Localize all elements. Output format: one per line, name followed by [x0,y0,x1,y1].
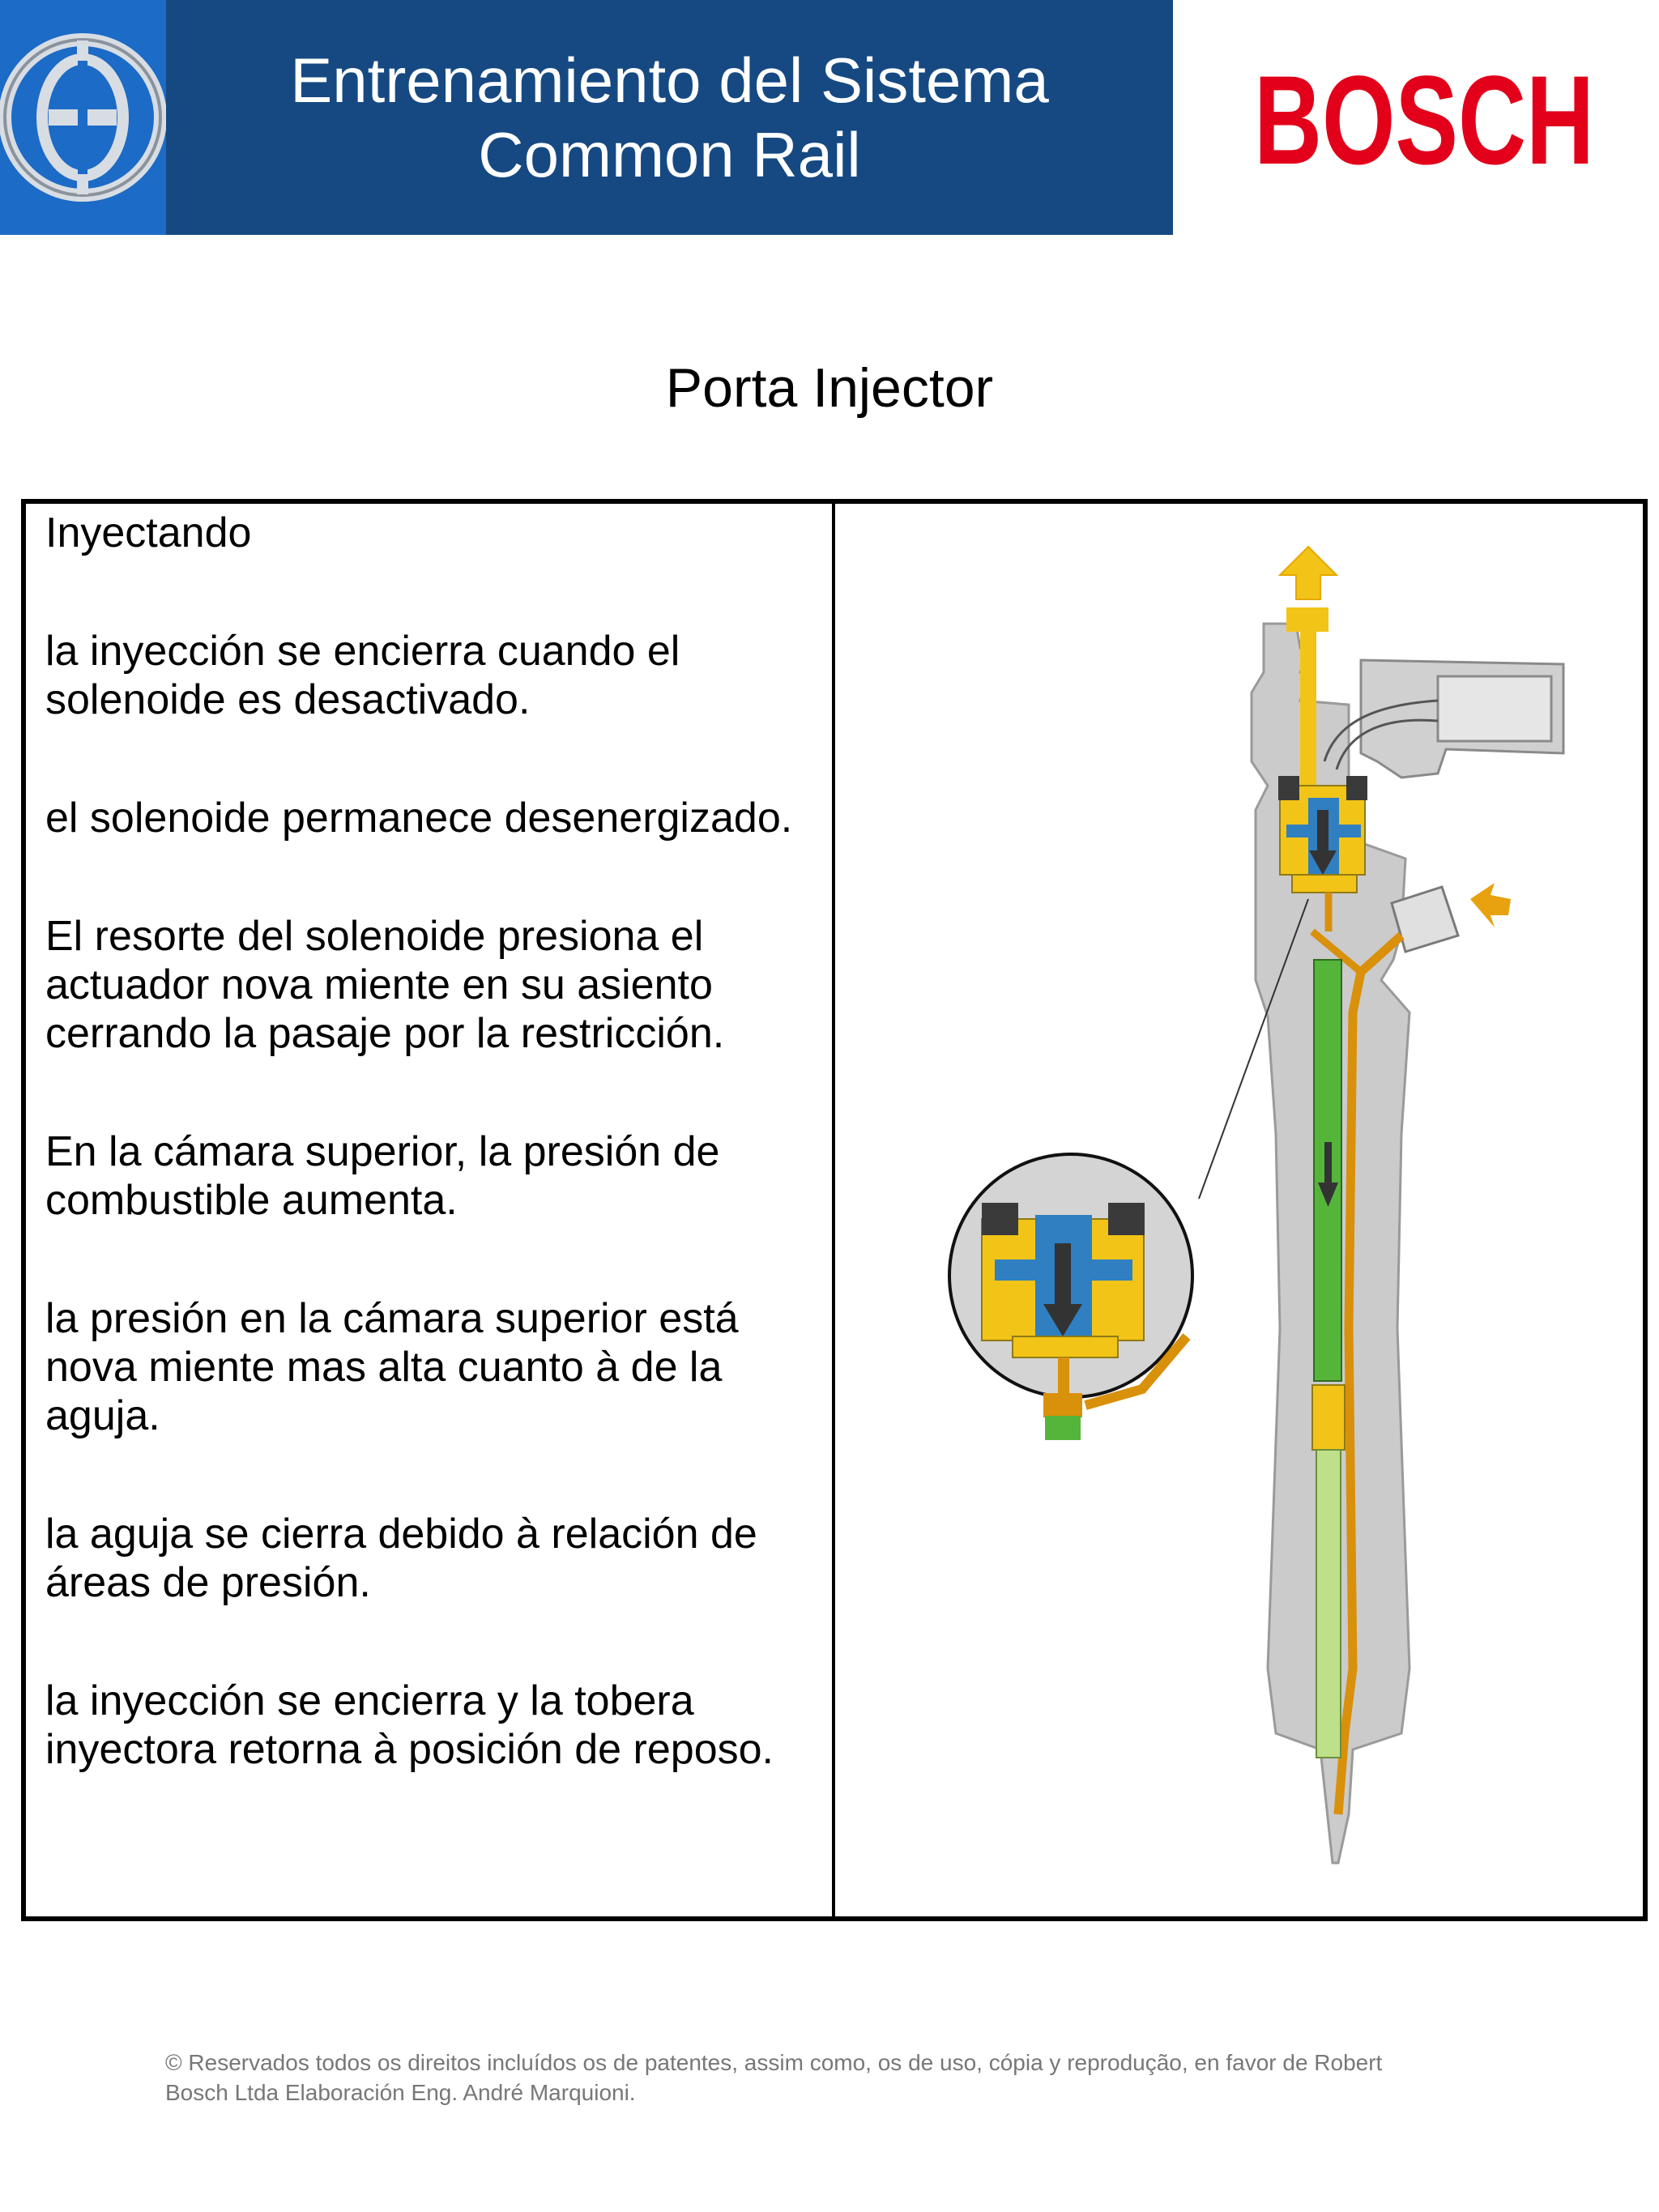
needle-down-arrow-icon [1318,1142,1338,1207]
fuel-inlet-arrow-icon [1470,883,1511,927]
footer-line-2: Bosch Ltda Elaboración Eng. André Marqui… [165,2080,636,2105]
detail-magnet-left [982,1203,1018,1235]
solenoid-magnet-right [1346,776,1367,800]
fuel-return-arrow-icon [1277,545,1339,600]
bosch-armature-logo-icon [0,33,166,202]
callout-line [1198,898,1309,1200]
header-title-line-1: Entrenamiento del Sistema [290,45,1049,116]
detail-feed-passage [1084,1333,1191,1410]
paragraph-1: la inyección se encierra cuando el solen… [45,628,680,723]
header-title-line-2: Common Rail [478,119,861,190]
content-heading: Inyectando [45,509,252,556]
armature-down-arrow-icon [1309,810,1337,875]
footer-line-1: © Reservados todos os direitos incluídos… [165,2050,1383,2075]
nozzle-spring [1311,1384,1346,1451]
section-title: Porta Injector [665,357,994,419]
header-band [0,0,1173,235]
detail-valve-seat [1012,1336,1119,1358]
paragraph-6: la aguja se cierra debido à relación de … [45,1511,757,1606]
logo-box [0,0,166,235]
bosch-wordmark: BOSCH [1254,57,1594,178]
detail-plunger-top [1045,1416,1081,1440]
control-chamber-feed [1310,893,1363,975]
detail-chamber [1043,1393,1082,1417]
nozzle-needle [1316,1449,1341,1758]
bosch-wordmark-text: BOSCH [1254,57,1594,178]
solenoid-magnet-left [1278,776,1299,800]
paragraph-7: la inyección se encierra y la tobera iny… [45,1677,774,1773]
footer-copyright: © Reservados todos os direitos incluídos… [165,2048,1542,2108]
header-title: Entrenamiento del Sistema Common Rail [166,0,1173,235]
paragraph-5: la presión en la cámara superior está no… [45,1295,739,1439]
text-column: Inyectando la inyección se encierra cuan… [45,509,823,1843]
paragraph-3: El resorte del solenoide presiona el act… [45,913,725,1057]
connector-socket [1436,675,1553,743]
detail-magnet-right [1108,1203,1145,1235]
paragraph-4: En la cámara superior, la presión de com… [45,1128,720,1224]
valve-seat [1291,874,1358,893]
column-divider [832,499,835,1921]
paragraph-2: el solenoide permanece desenergizado. [45,795,793,842]
fuel-return-passage [1300,620,1316,790]
solenoid-wires [1323,699,1439,770]
injector-diagram [948,545,1565,1865]
detail-armature-arrow-icon [1043,1243,1082,1336]
detail-restriction [1058,1357,1069,1398]
return-fitting [1286,607,1328,632]
